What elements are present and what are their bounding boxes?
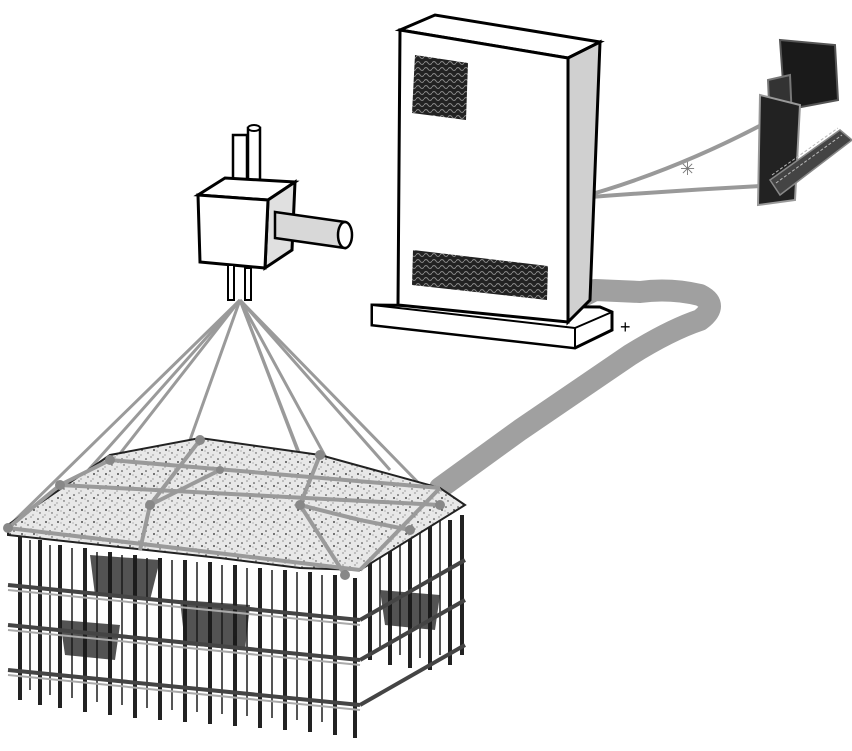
thin-cables: ✳ — [573, 115, 780, 203]
monitored-structure-icon — [3, 435, 465, 738]
plus-marker-icon: + — [620, 317, 631, 337]
vent-grille-top — [412, 55, 468, 120]
computer-workstation-icon — [758, 40, 852, 205]
pyrometer-head-icon — [198, 125, 352, 300]
cable-mark-icon: ✳ — [680, 159, 695, 179]
